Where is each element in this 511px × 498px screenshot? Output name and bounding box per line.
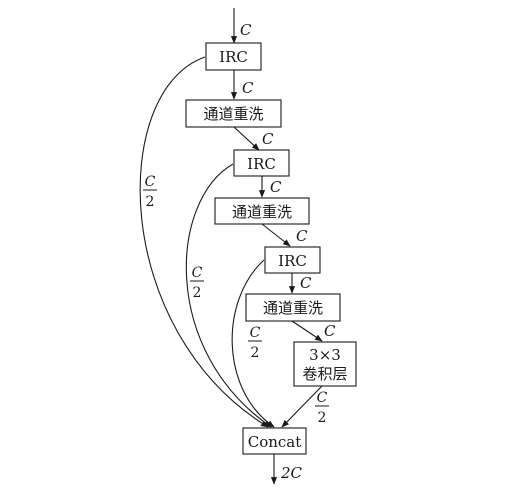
skip-irc2-to-concat: [185, 163, 272, 428]
output-label: 2C: [280, 464, 303, 482]
shuffle3-to-conv-arrow: [291, 320, 323, 342]
shuffle3-label: 通道重洗: [263, 299, 323, 317]
irc2-out-label: C: [270, 178, 282, 196]
skip3-numerator: C: [250, 325, 261, 341]
irc3-box: [264, 246, 321, 274]
shuffle2-to-irc3-arrow: [261, 223, 291, 247]
irc3-out-label: C: [300, 274, 312, 292]
conv-denominator: 2: [318, 410, 327, 426]
concat-box: [242, 427, 307, 455]
skip2-denominator: 2: [193, 285, 202, 301]
skip1-denominator: 2: [146, 194, 155, 210]
skip-irc3-to-concat: [231, 259, 275, 428]
irc2-box: [233, 149, 290, 177]
shuffle1-box: [185, 99, 282, 128]
conv-box: [293, 341, 357, 387]
input-label: C: [240, 21, 252, 39]
skip3-fraction-label: C 2: [248, 325, 262, 361]
irc1-box: [205, 42, 262, 71]
shuffle2-box: [214, 197, 310, 225]
irc3-label: IRC: [278, 252, 307, 270]
skip1-numerator: C: [145, 174, 156, 190]
conv-label-line1: 3×3: [309, 346, 341, 364]
shuffle2-out-label: C: [296, 227, 308, 245]
conv-fraction-label: C 2: [315, 390, 329, 426]
conv-label-line2: 卷积层: [302, 365, 347, 383]
skip1-fraction-label: C 2: [143, 174, 157, 210]
skip-irc1-to-concat: [139, 56, 269, 428]
skip2-numerator: C: [192, 265, 203, 281]
shuffle3-box: [245, 293, 341, 322]
shuffle1-out-label: C: [262, 130, 274, 148]
conv-to-concat-arrow: [281, 385, 323, 428]
skip2-fraction-label: C 2: [190, 265, 204, 301]
conv-numerator: C: [317, 390, 328, 406]
shuffle1-to-irc2-arrow: [233, 126, 260, 151]
irc2-label: IRC: [247, 155, 276, 173]
shuffle3-out-label: C: [324, 322, 336, 340]
irc1-out-label: C: [242, 79, 254, 97]
skip3-denominator: 2: [251, 345, 260, 361]
shuffle1-label: 通道重洗: [203, 105, 263, 123]
irc1-label: IRC: [219, 48, 248, 66]
concat-label: Concat: [248, 433, 302, 451]
shuffle2-label: 通道重洗: [232, 203, 292, 221]
